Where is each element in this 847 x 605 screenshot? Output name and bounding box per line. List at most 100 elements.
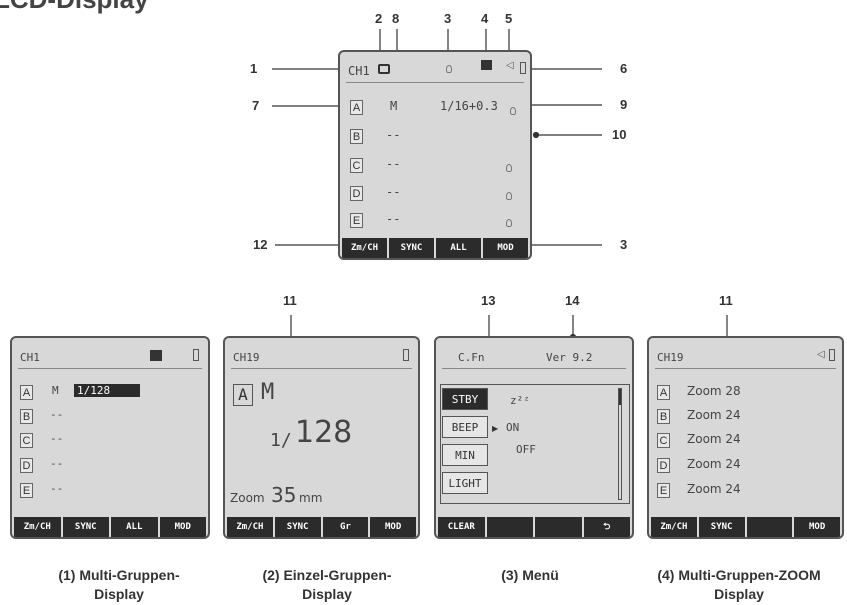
group-row: A: [20, 383, 33, 401]
group-mode: --: [50, 432, 64, 445]
group-row: E: [657, 481, 670, 499]
menu-item-min[interactable]: MIN: [442, 444, 488, 466]
softkey-mod[interactable]: MOD: [159, 517, 206, 537]
caption-3: (3) Menü: [501, 567, 559, 583]
group-letter: A: [350, 100, 363, 115]
group-row: B: [657, 407, 670, 425]
group-mode: M: [52, 384, 59, 397]
softkey-clear[interactable]: CLEAR: [438, 517, 485, 537]
menu-item-light[interactable]: LIGHT: [442, 472, 488, 494]
channel-label: CH19: [233, 351, 260, 364]
header-divider: [655, 368, 836, 369]
scrollbar-thumb[interactable]: [619, 389, 621, 405]
softkey-zm-ch[interactable]: Zm/CH: [651, 517, 697, 537]
caption-4: (4) Multi-Gruppen-ZOOM Display: [657, 567, 821, 602]
softkey-all[interactable]: ALL: [111, 517, 158, 537]
camera-icon: [378, 64, 390, 74]
group-letter: D: [350, 186, 363, 201]
group-letter: B: [657, 409, 670, 424]
battery-label-icon: [150, 350, 162, 361]
caption-1: (1) Multi-Gruppen- Display: [58, 567, 180, 602]
caption-2: (2) Einzel-Gruppen- Display: [262, 567, 392, 602]
group-power: 1/128: [74, 384, 140, 397]
softkey-mod[interactable]: MOD: [483, 238, 528, 258]
group-letter: C: [350, 158, 363, 173]
group-zoom: Zoom 24: [687, 432, 741, 446]
header-divider: [346, 82, 524, 83]
softkey-bar: Zm/CH SYNC ALL MOD: [340, 238, 530, 258]
zoom-unit: mm: [299, 491, 323, 505]
softkey-blank[interactable]: [746, 517, 793, 537]
callout-4: 4: [481, 11, 489, 26]
group-row: E: [350, 211, 363, 229]
softkey-blank-1[interactable]: [486, 517, 533, 537]
group-zoom: Zoom 24: [687, 457, 741, 471]
group-power: 1/16+0.3: [440, 99, 498, 113]
multi-group-zoom-lcd: CH19 ◁ A Zoom 28 B Zoom 24 C Zoom 24 D Z…: [647, 336, 844, 539]
callout-14: 14: [565, 293, 580, 308]
softkey-zm-ch[interactable]: Zm/CH: [14, 517, 61, 537]
group-mode: --: [386, 212, 401, 226]
channel-label: CH19: [657, 351, 684, 364]
bulb-icon: [506, 159, 512, 177]
softkey-mod[interactable]: MOD: [370, 517, 416, 537]
group-row: A: [350, 98, 363, 116]
group-mode: --: [50, 408, 64, 421]
softkey-mod[interactable]: MOD: [794, 517, 840, 537]
group-mode: --: [50, 457, 64, 470]
group-row: C: [20, 431, 33, 449]
softkey-sync[interactable]: SYNC: [698, 517, 745, 537]
group-row: C: [350, 156, 363, 174]
group-zoom: Zoom 24: [687, 482, 741, 496]
channel-label: CH1: [348, 64, 370, 78]
softkey-gr[interactable]: Gr: [322, 517, 369, 537]
zoom-label: Zoom: [230, 491, 265, 505]
back-icon[interactable]: ⮌: [583, 517, 630, 537]
softkey-sync[interactable]: SYNC: [274, 517, 321, 537]
callout-11c: 11: [719, 293, 733, 308]
group-row: A: [657, 383, 670, 401]
group-letter: D: [20, 458, 33, 473]
callout-11a: 11: [283, 293, 297, 308]
bulb-icon: [510, 102, 516, 120]
group-mode: M: [390, 99, 398, 113]
option-on[interactable]: ON: [506, 421, 520, 434]
group-letter: A: [20, 385, 33, 400]
softkey-bar: CLEAR ⮌: [436, 517, 632, 537]
battery-icon: [403, 349, 409, 361]
softkey-blank-2[interactable]: [535, 517, 582, 537]
channel-label: CH1: [20, 351, 40, 364]
multi-group-lcd: CH1 A M 1/128 B -- C -- D -- E -- Zm/CH …: [10, 336, 210, 539]
callout-12: 12: [253, 237, 268, 252]
group-row: E: [20, 481, 33, 499]
group-row: D: [20, 456, 33, 474]
zoom-value: 35: [271, 483, 297, 507]
battery-icon: [520, 62, 526, 74]
callout-9: 9: [620, 97, 628, 112]
softkey-zm-ch[interactable]: Zm/CH: [342, 238, 387, 258]
group-zoom: Zoom 28: [687, 384, 741, 398]
sound-icon: ◁: [506, 60, 514, 71]
menu-item-beep[interactable]: BEEP: [442, 416, 488, 438]
callout-1: 1: [250, 61, 258, 76]
softkey-all[interactable]: ALL: [436, 238, 481, 258]
callout-3: 3: [444, 11, 452, 26]
softkey-zm-ch[interactable]: Zm/CH: [227, 517, 273, 537]
softkey-sync[interactable]: SYNC: [62, 517, 109, 537]
group-row: B: [350, 127, 363, 145]
menu-item-stby[interactable]: STBY: [442, 388, 488, 410]
group-mode: --: [50, 482, 64, 495]
callout-8: 8: [392, 11, 400, 26]
scrollbar[interactable]: [618, 388, 622, 500]
main-lcd: CH1 ◁ A M 1/16+0.3 B -- C -- D -- E -- Z…: [338, 50, 532, 260]
softkey-sync[interactable]: SYNC: [389, 238, 434, 258]
callout-3b: 3: [620, 237, 628, 252]
single-group-lcd: CH19 A M 1/ 128 Zoom 35 mm Zm/CH SYNC Gr…: [223, 336, 420, 539]
group-letter: E: [350, 213, 363, 228]
option-off[interactable]: OFF: [516, 443, 536, 456]
menu-frame: [440, 384, 630, 504]
header-divider: [442, 368, 626, 369]
group-mode: --: [386, 128, 401, 142]
sound-icon: ◁: [817, 349, 825, 360]
bulb-icon: [506, 214, 512, 232]
